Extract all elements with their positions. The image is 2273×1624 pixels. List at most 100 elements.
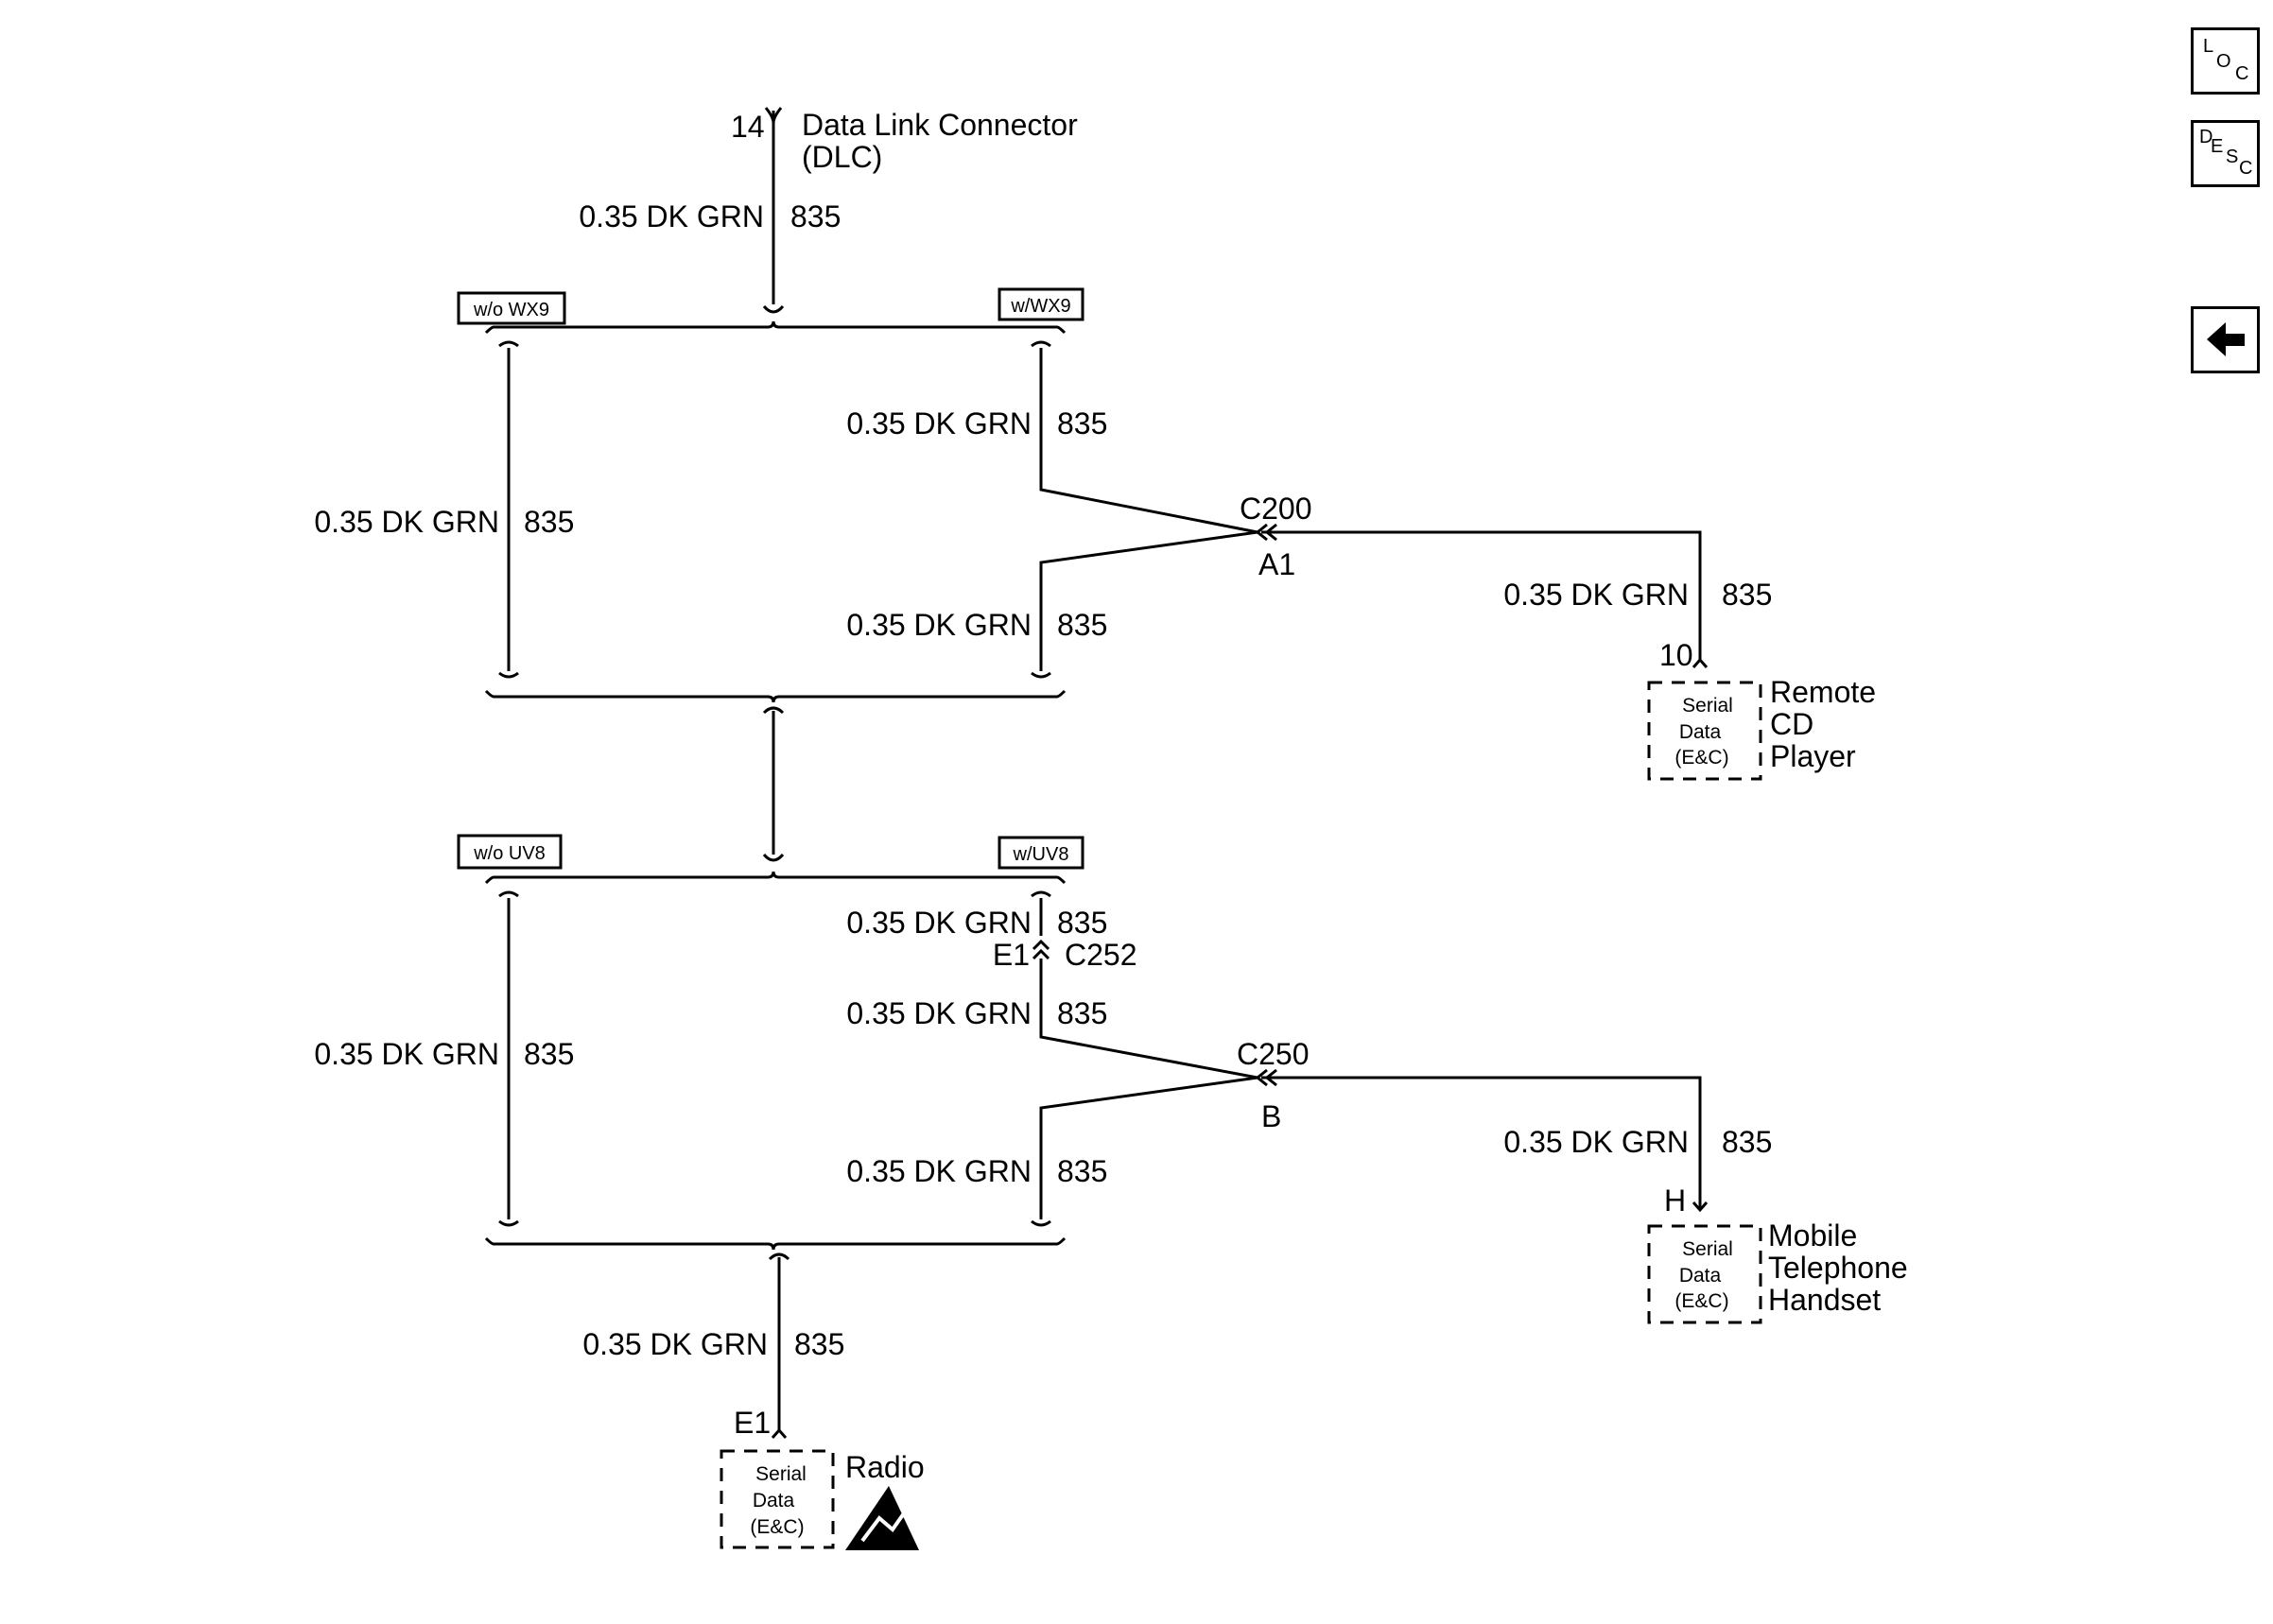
phone-module-box: [1647, 1224, 1762, 1324]
c200-to-remote-cd-wire: [1261, 530, 1702, 662]
wire-spec: 0.35 DK GRN: [314, 505, 499, 539]
c252-connector-symbol: [1032, 939, 1050, 960]
wire-circuit: 835: [1057, 1154, 1107, 1188]
wire-circuit: 835: [1057, 406, 1107, 441]
radio-name: Radio: [845, 1450, 925, 1484]
w-uv8-label: w/UV8: [1013, 844, 1069, 865]
loc-letter-l: L: [2203, 36, 2214, 57]
wire-circuit: 835: [1722, 578, 1772, 612]
radio-module-box: [720, 1449, 835, 1549]
c252-name: C252: [1065, 938, 1137, 972]
radio-box-3: (E&C): [750, 1516, 804, 1538]
left-arrow-icon: [2207, 322, 2245, 356]
w-uv8-box: [998, 836, 1084, 870]
wo-wx9-break-top: [498, 340, 519, 348]
wire-circuit: 835: [1057, 608, 1107, 642]
wo-wx9-box: [457, 291, 566, 325]
radio-box-2: Data: [753, 1490, 795, 1512]
remote-cd-name-3: Player: [1770, 739, 1856, 773]
phone-box-2: Data: [1679, 1265, 1722, 1287]
wo-wx9-break-bottom: [498, 671, 519, 679]
phone-name-3: Handset: [1768, 1283, 1881, 1317]
remote-cd-name-1: Remote: [1770, 675, 1876, 709]
radio-pin-symbol: [771, 1427, 788, 1439]
c200-name: C200: [1240, 492, 1312, 526]
wire-spec: 0.35 DK GRN: [846, 996, 1032, 1030]
dlc-wire-break: [762, 304, 785, 314]
phone-pin-symbol: [1692, 1201, 1709, 1213]
phone-pin: H: [1664, 1183, 1686, 1218]
c252-pin: E1: [993, 938, 1030, 972]
wo-uv8-box: [457, 834, 563, 870]
wire-spec: 0.35 DK GRN: [582, 1327, 768, 1361]
desc-letter-s: S: [2226, 147, 2239, 167]
middle-link-break-bottom: [762, 853, 785, 862]
remote-cd-box-1: Serial: [1682, 695, 1733, 717]
w-wx9-break-top: [1031, 340, 1051, 348]
wire-spec: 0.35 DK GRN: [846, 608, 1032, 642]
remote-cd-box-2: Data: [1679, 721, 1722, 743]
wire-circuit: 835: [1057, 996, 1107, 1030]
w-uv8-break-bottom: [1031, 1219, 1051, 1227]
c200-pin: A1: [1258, 547, 1295, 581]
wx9-top-bus: [484, 320, 1067, 335]
phone-box-1: Serial: [1682, 1238, 1733, 1260]
phone-name-1: Mobile: [1768, 1218, 1857, 1253]
loc-button[interactable]: L O C: [2191, 27, 2260, 95]
radio-pin: E1: [734, 1406, 771, 1440]
wire-spec: 0.35 DK GRN: [846, 1154, 1032, 1188]
remote-cd-box-3: (E&C): [1674, 747, 1728, 769]
w-uv8-lower-wire: [1039, 1076, 1258, 1219]
w-wx9-lower-wire: [1039, 530, 1258, 671]
dlc-pin: 14: [731, 110, 765, 144]
radio-wire-break: [768, 1253, 790, 1261]
dlc-name-2: (DLC): [802, 140, 882, 174]
w-wx9-box: [998, 287, 1084, 321]
desc-button[interactable]: D E S C: [2191, 120, 2260, 187]
middle-link-break-top: [762, 706, 785, 715]
wire-spec: 0.35 DK GRN: [1503, 578, 1689, 612]
desc-letter-e: E: [2211, 136, 2224, 157]
w-wx9-upper-wire: [1039, 348, 1258, 534]
wire-spec: 0.35 DK GRN: [846, 906, 1032, 940]
c200-connector-symbol: [1255, 523, 1277, 542]
wire-circuit: 835: [790, 199, 841, 233]
w-uv8-mid-wire: [1039, 959, 1258, 1080]
c250-name: C250: [1237, 1037, 1310, 1071]
remote-cd-pin-symbol: [1692, 657, 1709, 668]
wire-spec: 0.35 DK GRN: [579, 199, 764, 233]
radio-box-1: Serial: [755, 1463, 807, 1485]
uv8-bottom-bus: [484, 1236, 1067, 1251]
wire-spec: 0.35 DK GRN: [1503, 1125, 1689, 1159]
wire-spec: 0.35 DK GRN: [314, 1037, 499, 1071]
w-wx9-break-bottom: [1031, 671, 1051, 679]
dlc-connector-symbol: [764, 107, 783, 124]
wire-circuit: 835: [1057, 906, 1107, 940]
wo-wx9-label: w/o WX9: [473, 300, 549, 320]
esd-warning-icon: [845, 1486, 919, 1550]
wo-uv8-label: w/o UV8: [473, 843, 546, 864]
desc-letter-d: D: [2199, 127, 2213, 147]
back-button[interactable]: [2191, 306, 2260, 373]
remote-cd-module-box: [1647, 681, 1762, 781]
w-wx9-label: w/WX9: [1010, 296, 1070, 317]
wire-circuit: 835: [1722, 1125, 1772, 1159]
wx9-bottom-bus: [484, 689, 1067, 703]
loc-letter-o: O: [2216, 51, 2231, 72]
dlc-name-1: Data Link Connector: [802, 108, 1078, 142]
phone-name-2: Telephone: [1768, 1251, 1908, 1285]
remote-cd-pin: 10: [1659, 638, 1693, 672]
desc-letter-c: C: [2239, 158, 2253, 179]
wire-circuit: 835: [794, 1327, 844, 1361]
wo-uv8-break-top: [498, 890, 519, 898]
loc-letter-c: C: [2235, 63, 2249, 84]
phone-box-3: (E&C): [1674, 1290, 1728, 1312]
c250-pin: B: [1261, 1099, 1281, 1133]
remote-cd-name-2: CD: [1770, 707, 1813, 741]
uv8-top-bus: [484, 871, 1067, 885]
w-uv8-break-top: [1031, 890, 1051, 898]
c250-connector-symbol: [1255, 1068, 1277, 1087]
wire-circuit: 835: [524, 1037, 574, 1071]
wire-spec: 0.35 DK GRN: [846, 406, 1032, 441]
